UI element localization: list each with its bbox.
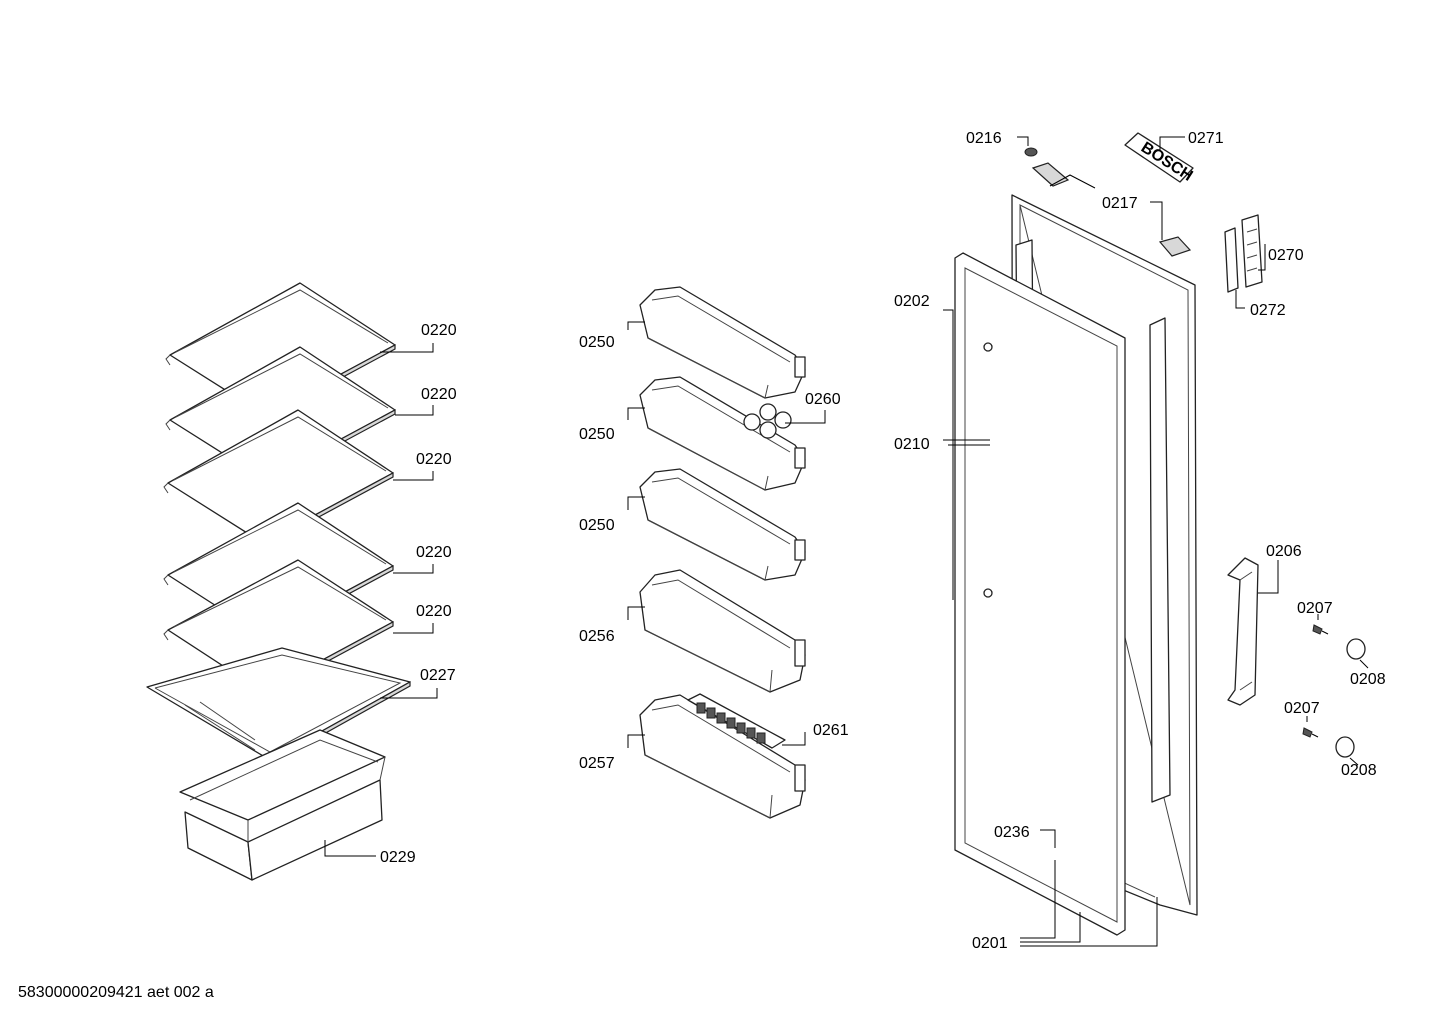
door-tray-top bbox=[639, 286, 806, 399]
callout-screw-1: 0207 bbox=[1297, 600, 1333, 617]
door-gasket-frame bbox=[954, 252, 1126, 936]
crisper-drawer-box bbox=[179, 729, 386, 881]
callout-shelf-3: 0220 bbox=[416, 451, 452, 468]
bottle-tray-rack-part bbox=[639, 694, 806, 819]
callout-door-tray-2: 0250 bbox=[579, 426, 615, 443]
callout-door-gasket: 0202 bbox=[894, 293, 930, 310]
handle-part-shape bbox=[1227, 557, 1259, 706]
callout-bottle-tray-rack: 0257 bbox=[579, 755, 615, 772]
callout-door: 0201 bbox=[972, 935, 1008, 952]
callout-crisper-cover: 0227 bbox=[420, 667, 456, 684]
callout-handle: 0206 bbox=[1266, 543, 1302, 560]
callout-hinge-cover: 0217 bbox=[1102, 195, 1138, 212]
callout-shelf-1: 0220 bbox=[421, 322, 457, 339]
callout-door-tray-3: 0250 bbox=[579, 517, 615, 534]
callout-cap-1: 0208 bbox=[1350, 671, 1386, 688]
brand-plate-text: BOSCH bbox=[1138, 139, 1196, 185]
callout-egg-tray: 0260 bbox=[805, 391, 841, 408]
callout-labels: 0220 0220 0220 0220 0220 0227 0229 0250 … bbox=[380, 130, 1386, 952]
bottle-tray-part bbox=[639, 569, 806, 693]
callout-cap-2: 0208 bbox=[1341, 762, 1377, 779]
callout-crisper-drawer: 0229 bbox=[380, 849, 416, 866]
callout-handle-part: 0270 bbox=[1268, 247, 1304, 264]
callout-logo-plate: 0271 bbox=[1188, 130, 1224, 147]
crisper-cover-plate bbox=[146, 647, 411, 766]
callout-shelf-4: 0220 bbox=[416, 544, 452, 561]
callout-handle-cover: 0272 bbox=[1250, 302, 1286, 319]
leaders-middle bbox=[627, 321, 826, 748]
drawing-id: 58300000209421 aet 002 a bbox=[18, 984, 214, 1001]
callout-cap: 0216 bbox=[966, 130, 1002, 147]
screws-and-caps bbox=[1302, 624, 1366, 758]
callout-bottle-holder: 0261 bbox=[813, 722, 849, 739]
hinge-cover-part bbox=[1031, 162, 1192, 257]
bottle-holder-part bbox=[687, 693, 786, 749]
door-tray-lower bbox=[639, 468, 806, 581]
egg-tray-part bbox=[743, 403, 792, 439]
callout-screw-2: 0207 bbox=[1284, 700, 1320, 717]
callout-shelf-2: 0220 bbox=[421, 386, 457, 403]
handle-top-part bbox=[1224, 214, 1263, 293]
callout-shelf-5: 0220 bbox=[416, 603, 452, 620]
leaders-right bbox=[943, 136, 1369, 947]
callout-door-tray-1: 0250 bbox=[579, 334, 615, 351]
callout-gasket-fixing: 0210 bbox=[894, 436, 930, 453]
callout-bottle-tray: 0256 bbox=[579, 628, 615, 645]
leaders-left bbox=[324, 343, 438, 857]
cap-part bbox=[1024, 147, 1038, 157]
callout-spacer: 0236 bbox=[994, 824, 1030, 841]
